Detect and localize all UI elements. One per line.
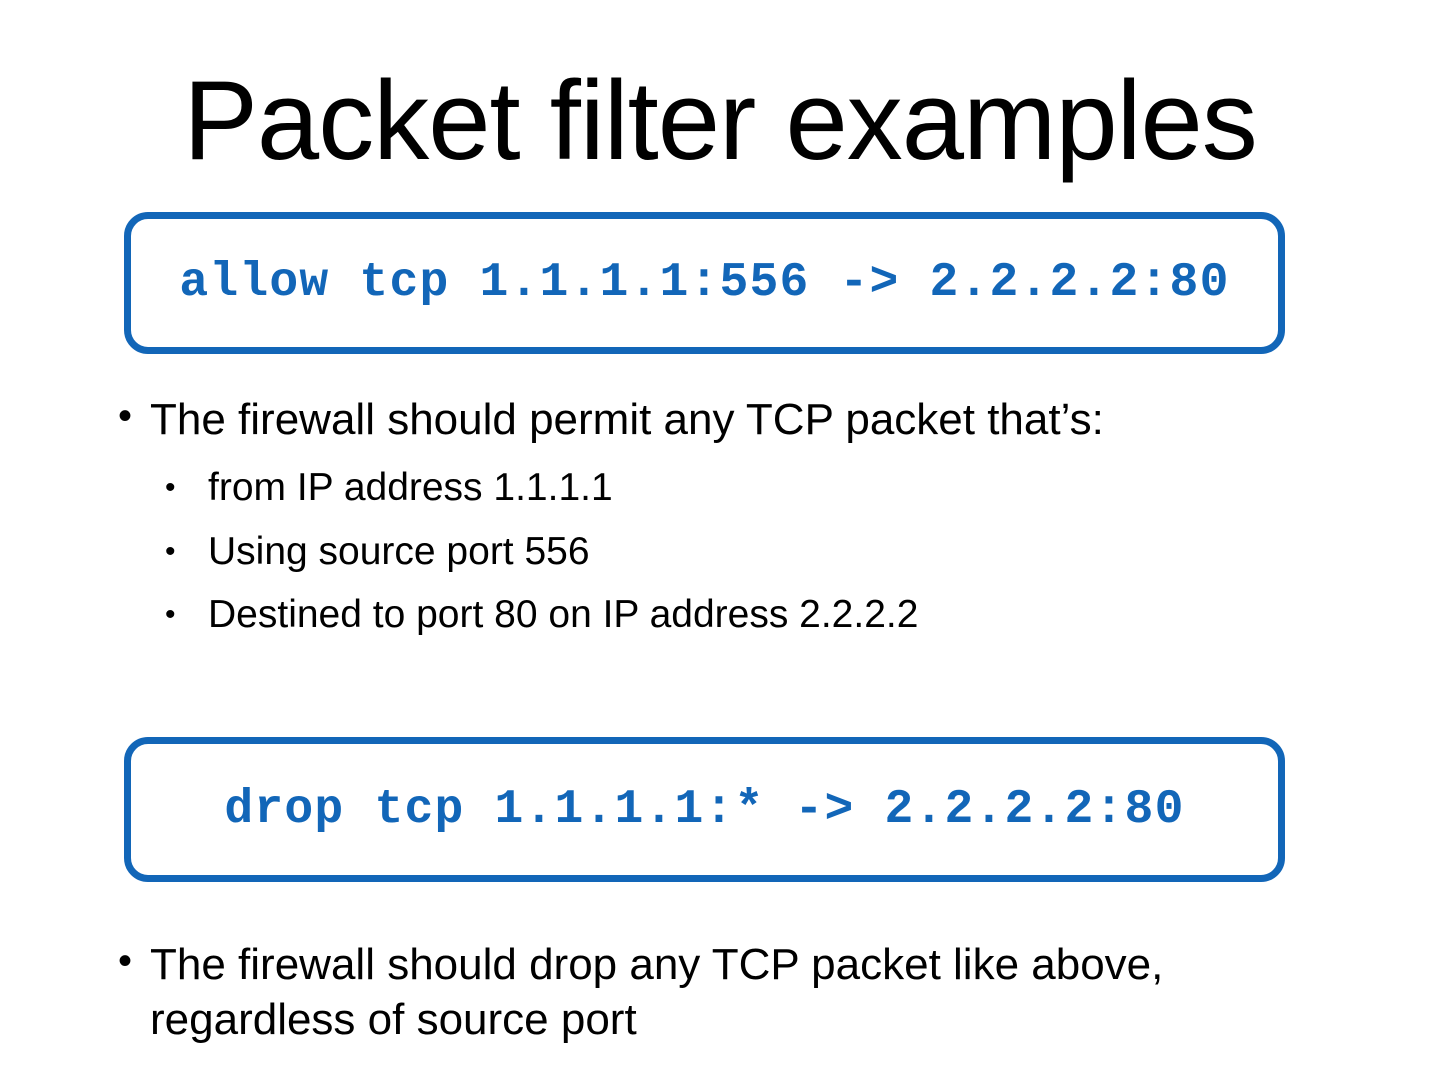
sub-bullet-label-destination: Destined to port 80 on IP address 2.2.2.…: [208, 593, 919, 637]
sub-bullet-list: • from IP address 1.1.1.1 • Using source…: [165, 456, 918, 647]
bullet-label-drop: The firewall should drop any TCP packet …: [150, 940, 1164, 1044]
bullet-dot-icon: •: [118, 939, 133, 983]
bullet-dot-icon: •: [118, 394, 133, 438]
sub-bullet-dot-icon: •: [165, 598, 176, 632]
sub-bullet-dot-icon: •: [165, 471, 176, 504]
firewall-rule-text-allow: allow tcp 1.1.1.1:556 -> 2.2.2.2:80: [179, 256, 1230, 310]
bullet-label-permit: The firewall should permit any TCP packe…: [150, 395, 1104, 444]
page-title: Packet filter examples: [183, 58, 1258, 183]
sub-bullet-label-source-ip: from IP address 1.1.1.1: [208, 466, 613, 509]
bullet-item-drop: • The firewall should drop any TCP packe…: [108, 937, 1208, 1047]
firewall-rule-box-allow: allow tcp 1.1.1.1:556 -> 2.2.2.2:80: [124, 212, 1285, 354]
firewall-rule-box-drop: drop tcp 1.1.1.1:* -> 2.2.2.2:80: [124, 737, 1285, 882]
sub-bullet-item-source-ip: • from IP address 1.1.1.1: [165, 456, 918, 520]
sub-bullet-item-destination: • Destined to port 80 on IP address 2.2.…: [165, 583, 918, 647]
firewall-rule-text-drop: drop tcp 1.1.1.1:* -> 2.2.2.2:80: [224, 782, 1185, 837]
sub-bullet-item-source-port: • Using source port 556: [165, 520, 918, 584]
sub-bullet-label-source-port: Using source port 556: [208, 529, 590, 573]
sub-bullet-dot-icon: •: [165, 534, 176, 568]
bullet-item-permit: • The firewall should permit any TCP pac…: [108, 392, 1368, 447]
